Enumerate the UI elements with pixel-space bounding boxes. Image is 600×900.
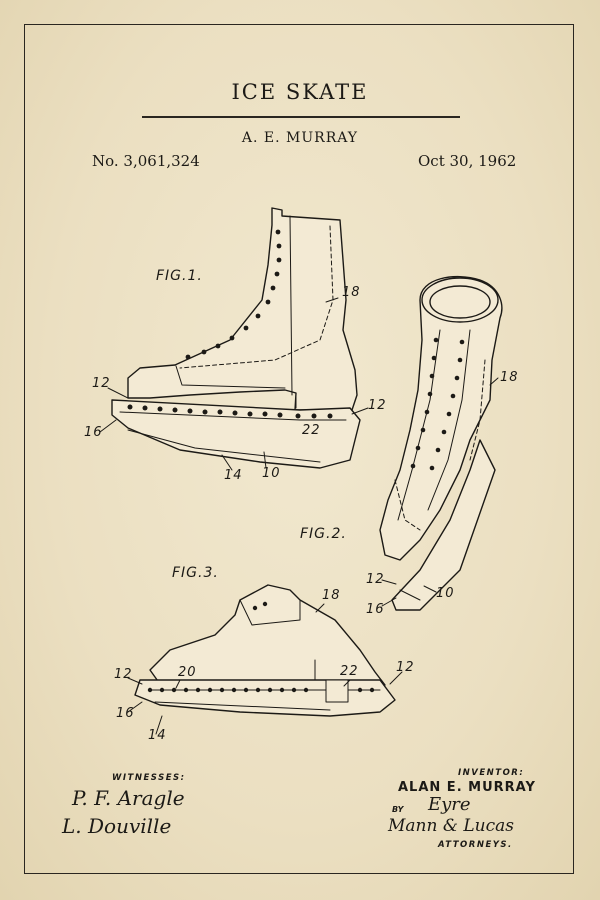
fig1-skate-drawing xyxy=(100,208,368,470)
ref-numeral: 22 xyxy=(302,423,321,438)
ref-numeral: 18 xyxy=(322,588,341,603)
witnesses-label: WITNESSES: xyxy=(112,773,186,783)
ref-numeral: 12 xyxy=(366,572,385,587)
fig3-skate-drawing xyxy=(128,585,402,734)
ref-numeral: 20 xyxy=(178,665,197,680)
ref-numeral: 22 xyxy=(340,664,359,679)
attorney-signature-2: Mann & Lucas xyxy=(388,816,514,836)
ref-numeral: 10 xyxy=(436,586,455,601)
fig2-label: FIG.2. xyxy=(300,526,347,542)
ref-numeral: 12 xyxy=(396,660,415,675)
ref-numeral: 18 xyxy=(342,285,361,300)
ref-numeral: 12 xyxy=(92,376,111,391)
inventor-label: INVENTOR: xyxy=(458,768,524,778)
ref-numeral: 14 xyxy=(224,468,243,483)
fig1-label: FIG.1. xyxy=(156,268,203,284)
ref-numeral: 12 xyxy=(368,398,387,413)
by-label: BY xyxy=(392,805,403,814)
ref-numeral: 16 xyxy=(84,425,103,440)
ref-numeral: 12 xyxy=(114,667,133,682)
inventor-name: ALAN E. MURRAY xyxy=(398,780,536,795)
ref-numeral: 16 xyxy=(366,602,385,617)
ref-numeral: 10 xyxy=(262,466,281,481)
fig2-skate-drawing xyxy=(380,277,502,610)
ref-numeral: 18 xyxy=(500,370,519,385)
witness-signature-1: P. F. Aragle xyxy=(72,786,185,810)
attorney-signature-1: Eyre xyxy=(428,794,471,815)
fig3-label: FIG.3. xyxy=(172,565,219,581)
witness-signature-2: L. Douville xyxy=(62,814,171,838)
ref-numeral: 14 xyxy=(148,728,167,743)
ref-numeral: 16 xyxy=(116,706,135,721)
attorneys-label: ATTORNEYS. xyxy=(438,840,513,850)
